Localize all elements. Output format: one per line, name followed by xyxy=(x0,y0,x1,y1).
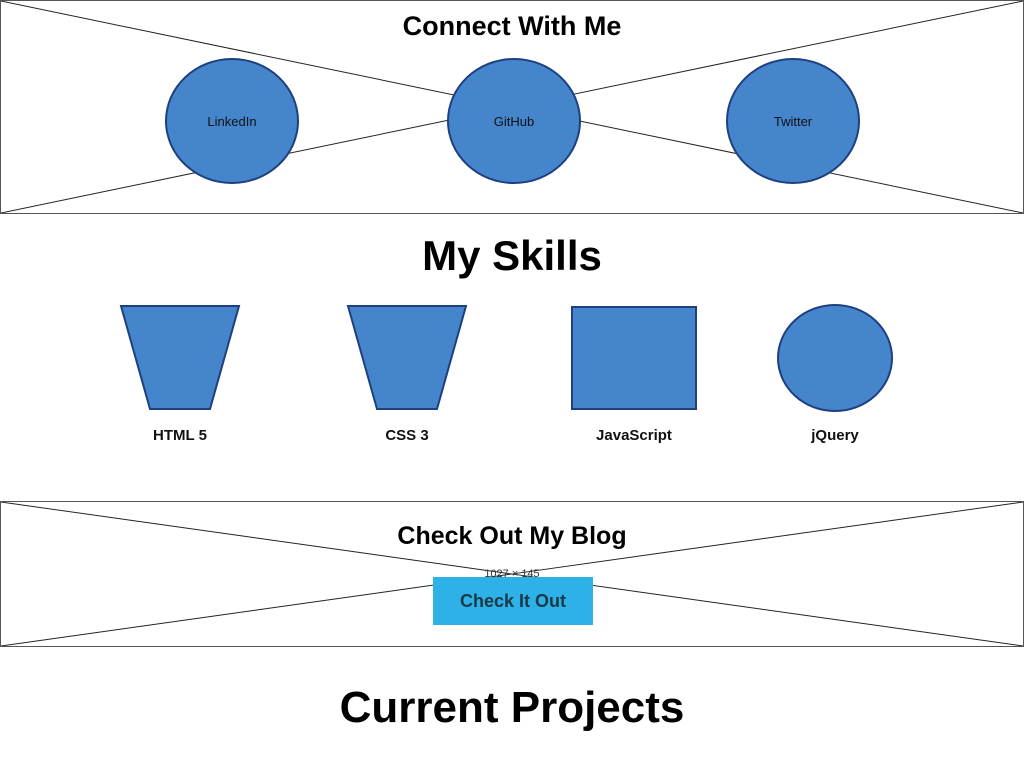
css3-icon xyxy=(346,305,468,410)
jquery-icon xyxy=(777,304,893,412)
placeholder-cross-lines xyxy=(1,502,1023,646)
projects-title: Current Projects xyxy=(339,683,685,732)
javascript-icon xyxy=(571,306,697,410)
connect-title: Connect With Me xyxy=(402,11,622,41)
github-button[interactable]: GitHub xyxy=(447,58,581,184)
skill-javascript: JavaScript xyxy=(569,303,699,444)
linkedin-label: LinkedIn xyxy=(207,113,257,129)
skill-label-jquery: jQuery xyxy=(811,427,859,444)
skill-label-javascript: JavaScript xyxy=(596,427,672,444)
skill-css3: CSS 3 xyxy=(342,303,472,444)
blog-section: Check Out My Blog 1027 × 145 Check It Ou… xyxy=(0,501,1024,647)
skill-label-css3: CSS 3 xyxy=(385,427,429,444)
github-label: GitHub xyxy=(493,113,535,129)
skill-label-html5: HTML 5 xyxy=(153,427,207,444)
twitter-button[interactable]: Twitter xyxy=(726,58,860,184)
blog-title: Check Out My Blog xyxy=(397,522,627,550)
twitter-label: Twitter xyxy=(773,113,813,129)
skill-html5: HTML 5 xyxy=(115,303,245,444)
skill-jquery: jQuery xyxy=(770,303,900,444)
check-it-out-button[interactable]: Check It Out xyxy=(433,577,593,625)
linkedin-button[interactable]: LinkedIn xyxy=(165,58,299,184)
connect-section: Connect With Me LinkedIn GitHub Twitter xyxy=(0,0,1024,214)
html5-icon xyxy=(119,305,241,410)
skills-title: My Skills xyxy=(422,232,602,279)
